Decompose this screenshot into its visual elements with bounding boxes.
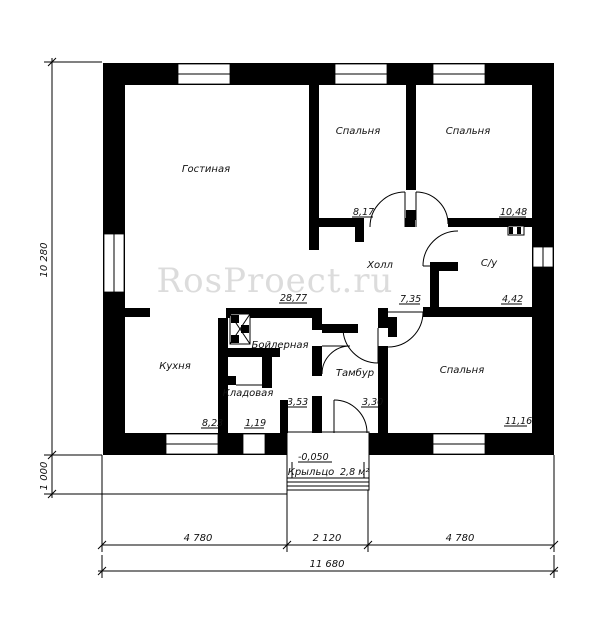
area-values: 28,77 8,17 10,48 7,35 4,42 11,16 8,23 1,… (201, 207, 532, 429)
dim-left-total: 10 280 (39, 243, 50, 278)
doors (236, 191, 459, 434)
area-spalnya-2: 10,48 (500, 207, 527, 218)
area-boylernaya: 3,53 (287, 397, 308, 408)
area-gostinaya: 28,77 (280, 293, 307, 304)
area-kladovaya: 1,19 (245, 418, 266, 429)
room-label-su: С/у (481, 258, 498, 269)
interior-walls (125, 85, 532, 433)
dim-total: 11 680 (310, 559, 345, 570)
area-kuhnya: 8,23 (202, 418, 223, 429)
porch-level: -0,050 (298, 452, 329, 463)
windows (103, 63, 554, 455)
dim-seg3: 4 780 (446, 533, 475, 544)
dim-left-porch: 1 000 (39, 462, 50, 491)
dim-seg2: 2 120 (313, 533, 342, 544)
room-label-spalnya-1: Спальня (336, 126, 381, 137)
area-su: 4,42 (502, 294, 523, 305)
watermark-text: RosProect.ru (157, 261, 394, 301)
dimension-lines (44, 57, 559, 578)
area-spalnya-3: 11,16 (505, 416, 532, 427)
porch (286, 431, 370, 491)
room-label-spalnya-3: Спальня (440, 365, 485, 376)
dim-seg1: 4 780 (184, 533, 213, 544)
room-label-gostinaya: Гостиная (182, 164, 230, 175)
room-label-kryltso: Крыльцо (288, 467, 335, 478)
level-mark: -0,050 2,8 м² (298, 452, 369, 478)
vent-shaft-bath (507, 225, 525, 236)
room-label-kuhnya: Кухня (159, 361, 191, 372)
room-label-kladovaya: Кладовая (223, 388, 274, 399)
area-kryltso: 2,8 м² (340, 467, 369, 478)
room-label-holl: Холл (366, 260, 393, 271)
area-tambur: 3,30 (362, 397, 383, 408)
room-label-boylernaya: Бойлерная (251, 340, 308, 351)
room-label-spalnya-2: Спальня (446, 126, 491, 137)
room-label-tambur: Тамбур (336, 367, 374, 379)
area-holl: 7,35 (400, 294, 421, 305)
area-spalnya-1: 8,17 (353, 207, 374, 218)
boiler-symbol (229, 313, 251, 345)
